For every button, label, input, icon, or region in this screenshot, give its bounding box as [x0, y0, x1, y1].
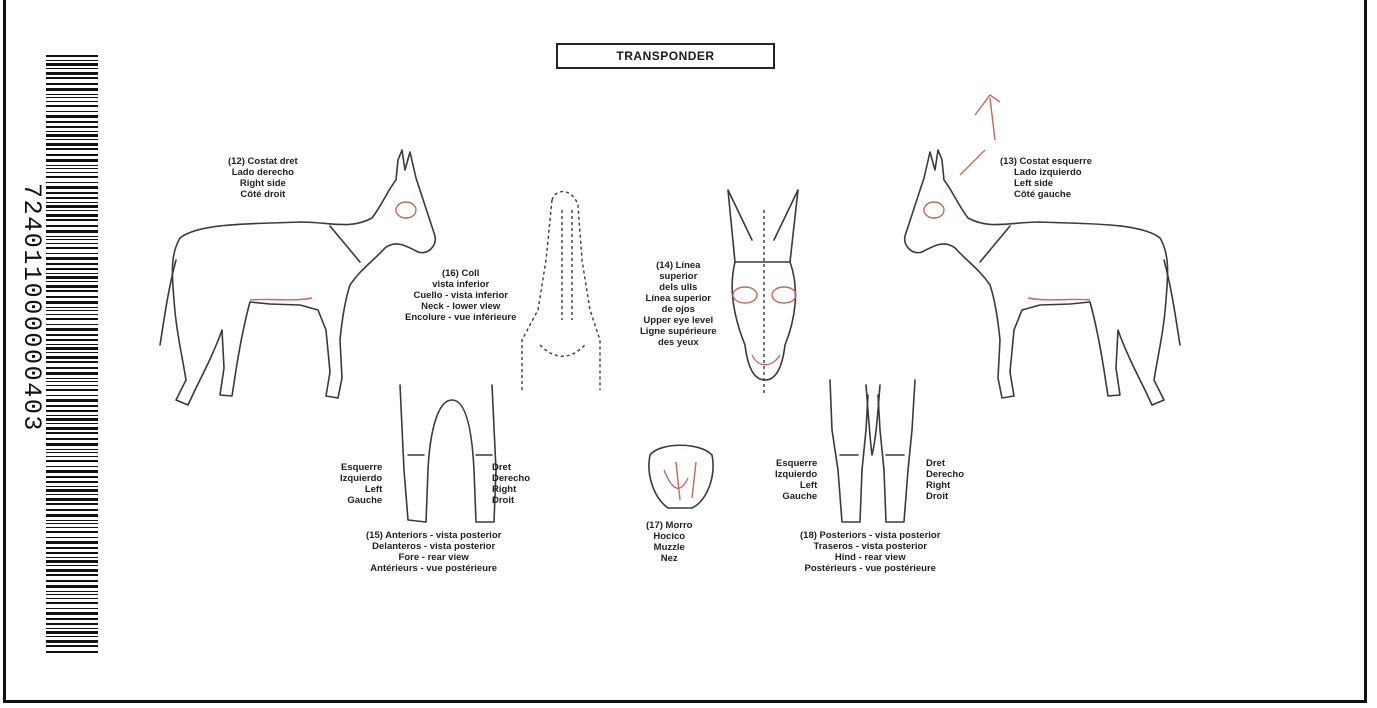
head-front-view-icon [728, 190, 798, 395]
label-hind-left: EsquerreIzquierdoLeftGauche [775, 458, 817, 502]
forelegs-rear-view-icon [400, 385, 496, 522]
hindlegs-rear-view-icon [830, 380, 915, 522]
neck-lower-view-icon [522, 192, 600, 390]
muzzle-icon [649, 445, 713, 508]
label-fore-right: DretDerechoRightDroit [492, 462, 530, 506]
label-right-side: (12) Costat dretLado derechoRight sideCô… [228, 156, 298, 200]
handwritten-mark [960, 95, 1000, 175]
label-fore-caption: (15) Anteriors - vista posteriorDelanter… [366, 530, 501, 574]
